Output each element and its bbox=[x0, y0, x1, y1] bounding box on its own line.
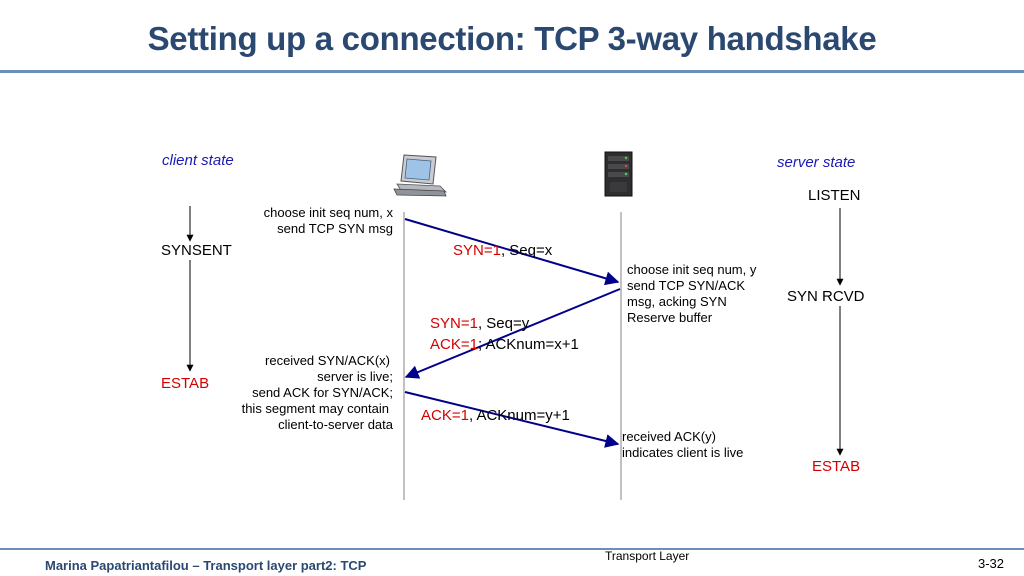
server-state-listen: LISTEN bbox=[808, 187, 861, 204]
note-line: send ACK for SYN/ACK; bbox=[252, 385, 393, 400]
server-state-estab: ESTAB bbox=[812, 458, 861, 475]
server-icon bbox=[604, 151, 633, 197]
note-line: Reserve buffer bbox=[627, 310, 713, 325]
syn-seq: , Seq=x bbox=[500, 242, 553, 259]
page-number: 3-32 bbox=[978, 556, 1005, 571]
note-line: this segment may contain bbox=[241, 401, 389, 416]
synack-syn-flag: SYN=1 bbox=[430, 315, 478, 332]
client-state-synsent: SYNSENT bbox=[161, 242, 232, 259]
synack-line-1: SYN=1, Seq=y bbox=[430, 313, 579, 334]
client-note-1: choose init seq num, x send TCP SYN msg bbox=[180, 205, 393, 237]
note-line: choose init seq num, x bbox=[263, 205, 393, 220]
footer-author: Marina Papatriantafilou – Transport laye… bbox=[45, 558, 367, 573]
server-note-1: choose init seq num, y send TCP SYN/ACK … bbox=[627, 262, 756, 326]
synack-arrow bbox=[404, 288, 621, 379]
note-line: received SYN/ACK(x) bbox=[265, 353, 390, 368]
server-state-label: server state bbox=[777, 154, 856, 171]
note-line: client-to-server data bbox=[278, 417, 393, 432]
footer-divider bbox=[0, 548, 1024, 550]
ack-arrow bbox=[404, 391, 620, 448]
client-state-label: client state bbox=[162, 152, 234, 169]
syn-message-label: SYN=1, Seq=x bbox=[453, 240, 552, 261]
synack-seq: , Seq=y bbox=[477, 315, 530, 332]
note-line: msg, acking SYN bbox=[627, 294, 727, 309]
ack-flag: ACK=1 bbox=[421, 407, 469, 424]
server-state-synrcvd: SYN RCVD bbox=[787, 288, 865, 305]
synack-line-2: ACK=1; ACKnum=x+1 bbox=[430, 334, 579, 355]
client-state-estab: ESTAB bbox=[161, 375, 210, 392]
server-note-2: received ACK(y) indicates client is live bbox=[622, 429, 743, 461]
ack-acknum: , ACKnum=y+1 bbox=[468, 407, 570, 424]
note-line: send TCP SYN/ACK bbox=[627, 278, 746, 293]
synack-ack-flag: ACK=1 bbox=[430, 336, 478, 353]
note-line: received ACK(y) bbox=[622, 429, 716, 444]
slide-title: Setting up a connection: TCP 3-way hands… bbox=[147, 20, 877, 57]
syn-flag: SYN=1 bbox=[453, 242, 501, 259]
note-line: server is live; bbox=[317, 369, 393, 384]
note-line: indicates client is live bbox=[622, 445, 744, 460]
title-divider bbox=[0, 70, 1024, 73]
synack-message-label: SYN=1, Seq=y ACK=1; ACKnum=x+1 bbox=[430, 313, 579, 355]
computer-icon bbox=[393, 154, 447, 197]
syn-arrow bbox=[404, 218, 620, 286]
note-line: send TCP SYN msg bbox=[277, 221, 393, 236]
synack-acknum: ; ACKnum=x+1 bbox=[477, 336, 579, 353]
ack-message-label: ACK=1, ACKnum=y+1 bbox=[421, 405, 570, 426]
client-note-2: received SYN/ACK(x) server is live; send… bbox=[180, 353, 393, 433]
note-line: choose init seq num, y bbox=[627, 262, 757, 277]
footer-section: Transport Layer bbox=[605, 549, 690, 563]
